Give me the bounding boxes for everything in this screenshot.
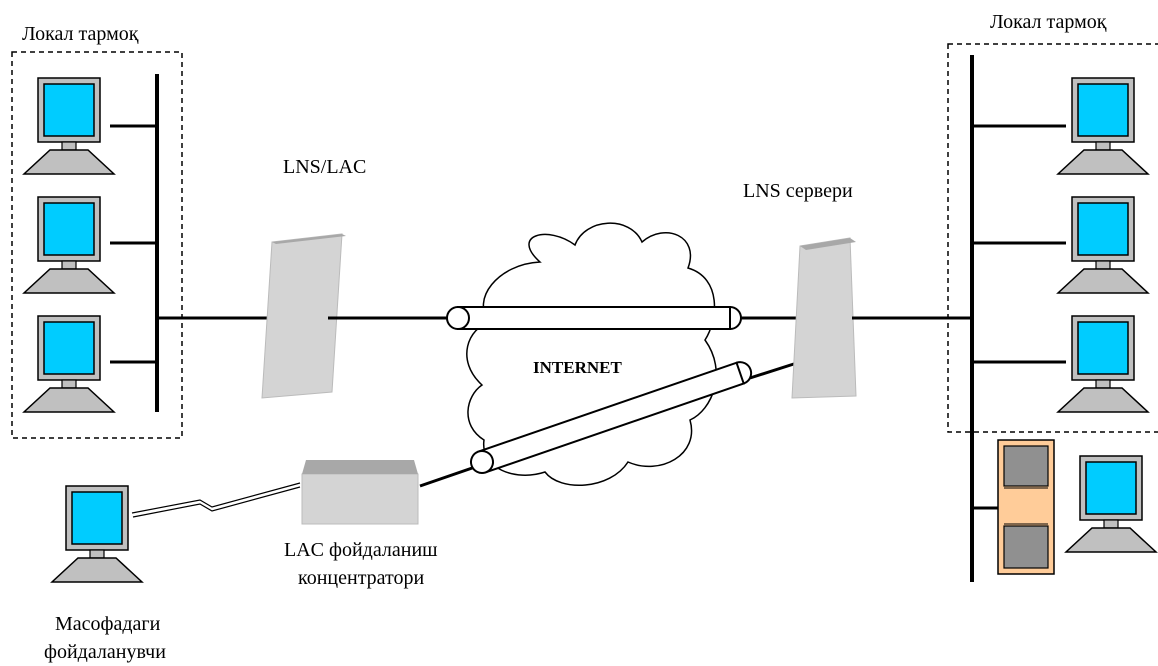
tunnel-pipe-icon bbox=[446, 306, 742, 330]
left-lan-label: Локал тармоқ bbox=[22, 23, 139, 45]
router-icon bbox=[261, 233, 346, 399]
computer-icon bbox=[23, 196, 115, 294]
remote-user-label-line2: фойдаланувчи bbox=[44, 641, 166, 663]
lns-server-label: LNS сервери bbox=[743, 180, 853, 202]
lns-lac-label: LNS/LAC bbox=[283, 156, 366, 178]
cloud-icon bbox=[466, 222, 717, 487]
computer-icon bbox=[1057, 315, 1149, 413]
tunnel-to-server-line-2 bbox=[749, 360, 801, 380]
right-lan-group: Локал тармоқ bbox=[947, 11, 1158, 582]
remote-user-label-line1: Масофадаги bbox=[55, 613, 161, 635]
left-lan-boundary bbox=[11, 51, 183, 439]
left-lan-group: Локал тармоқ bbox=[11, 23, 183, 439]
computer-icon bbox=[1065, 455, 1157, 553]
access-concentrator-icon bbox=[301, 460, 419, 525]
lac-to-tunnel-line bbox=[419, 464, 479, 488]
internet-label: INTERNET bbox=[533, 358, 622, 377]
tunnel-pipe-icon bbox=[470, 361, 753, 474]
right-lan-label: Локал тармоқ bbox=[990, 11, 1107, 33]
lac-label-line1: LAC фойдаланиш bbox=[284, 539, 438, 561]
computer-icon bbox=[1057, 196, 1149, 294]
computer-icon bbox=[23, 77, 115, 175]
router-icon bbox=[791, 237, 857, 399]
computer-icon bbox=[1057, 77, 1149, 175]
lightning-link-icon bbox=[131, 482, 301, 514]
computer-icon bbox=[51, 485, 143, 583]
lightning-link-icon bbox=[132, 486, 301, 518]
right-lan-boundary bbox=[947, 43, 1158, 433]
server-rack-icon bbox=[997, 439, 1055, 575]
lac-label-line2: концентратори bbox=[298, 567, 425, 589]
computer-icon bbox=[23, 315, 115, 413]
